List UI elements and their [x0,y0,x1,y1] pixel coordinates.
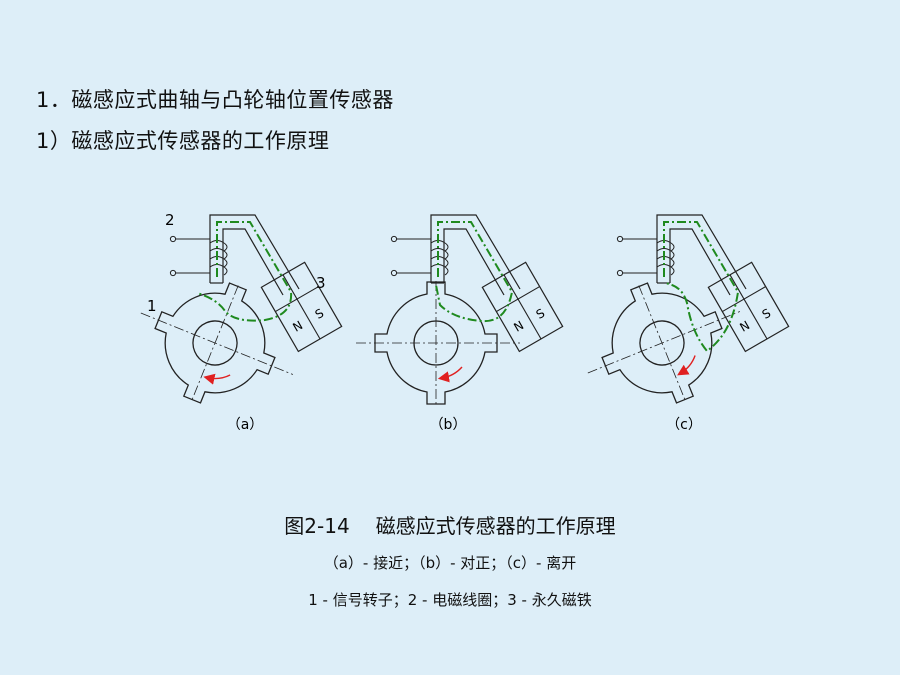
pole-s: S [534,306,548,322]
figure-caption-parts: 1 - 信号转子；2 - 电磁线圈；3 - 永久磁铁 [308,591,592,609]
label-coil: 2 [165,211,175,229]
figure-caption-states: （a）- 接近；（b）- 对正；（c）- 离开 [323,554,577,572]
pole-s: S [760,306,774,322]
heading-sub: 1）磁感应式传感器的工作原理 [36,129,330,153]
panel-label-a: （a） [227,417,264,433]
figure-caption-title: 图2-14 磁感应式传感器的工作原理 [0,510,900,539]
pole-s: S [313,306,327,322]
figure-title: 磁感应式传感器的工作原理 [375,514,616,538]
pole-n: N [290,318,305,335]
pole-n: N [737,318,752,335]
panel-c: N S （c） [565,214,790,433]
heading-main: 1．磁感应式曲轴与凸轮轴位置传感器 [36,88,394,112]
label-rotor: 1 [147,297,157,315]
pole-n: N [511,318,526,335]
label-magnet: 3 [316,274,326,292]
figure-number: 图2-14 [284,514,350,538]
panel-label-b: （b） [430,417,467,433]
panel-b: N S （b） [356,214,564,433]
panel-a: 2 1 3 N S （a） [118,211,343,433]
panel-label-c: （c） [666,417,702,433]
